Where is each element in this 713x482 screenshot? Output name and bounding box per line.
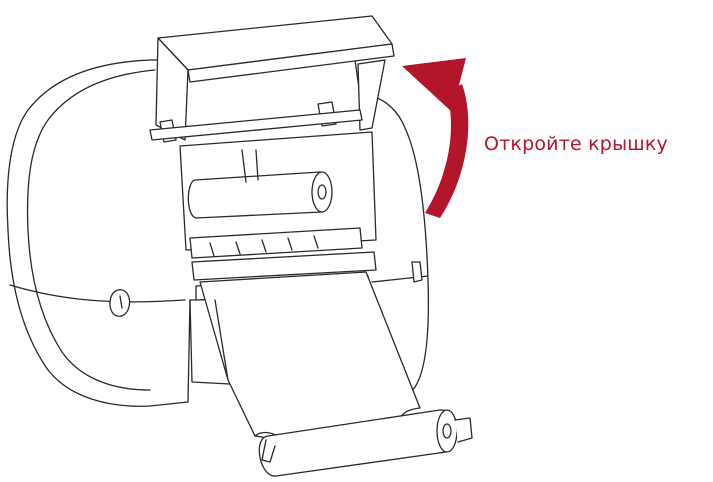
printer-side-seam-right [371,275,429,283]
arrow-head [402,58,466,112]
right-side-knob [411,261,423,283]
curved-arrow-up-icon [402,58,469,218]
printer-body-inner-curve [26,69,156,391]
label-printer-illustration [6,15,473,477]
paper-exit-frame [189,299,231,385]
printer-side-seam [9,284,186,303]
arrow-shaft [425,84,469,218]
printer-cover-open [149,15,395,143]
ribbon-roll-bottom [258,409,473,477]
open-cover-caption: Откройте крышку [484,133,668,155]
side-release-knob [109,289,131,317]
ribbon-roll-inside [187,149,333,219]
